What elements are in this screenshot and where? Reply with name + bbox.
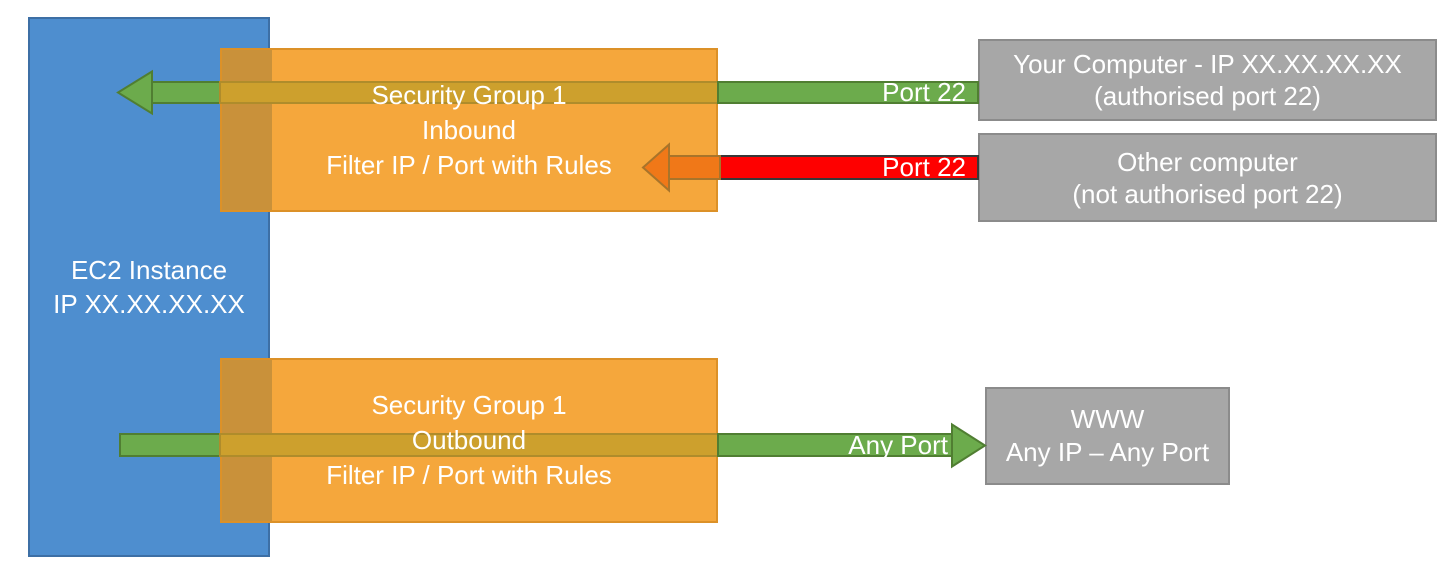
security-group-inbound-overlap-shade xyxy=(222,50,272,210)
your-computer-authorisation: (authorised port 22) xyxy=(1094,81,1321,111)
other-computer-authorisation: (not authorised port 22) xyxy=(1072,178,1343,209)
security-group-rule-description: Filter IP / Port with Rules xyxy=(326,460,612,490)
inbound-blocked-port-label: Port 22 xyxy=(882,152,966,182)
inbound-allowed-arrow xyxy=(116,69,979,116)
inbound-blocked-arrow xyxy=(641,142,979,193)
security-group-inbound-text: Security Group 1 Inbound Filter IP / Por… xyxy=(220,48,718,212)
outbound-allowed-arrow xyxy=(119,422,987,469)
security-group-rule-description: Filter IP / Port with Rules xyxy=(326,149,612,180)
security-group-direction: Inbound xyxy=(422,114,516,145)
ec2-instance-name: EC2 Instance xyxy=(70,255,228,285)
inbound-allowed-port-label: Port 22 xyxy=(882,77,966,107)
other-computer-box: Other computer (not authorised port 22) xyxy=(978,133,1437,222)
www-ip-port: Any IP – Any Port xyxy=(1005,437,1210,467)
security-group-direction: Outbound xyxy=(411,425,527,455)
ec2-instance-ip: IP XX.XX.XX.XX xyxy=(53,289,245,319)
other-computer-title: Other computer xyxy=(1117,146,1298,177)
security-group-inbound-box xyxy=(220,48,718,212)
your-computer-box: Your Computer - IP XX.XX.XX.XX (authoris… xyxy=(978,39,1437,121)
security-group-name: Security Group 1 xyxy=(371,79,567,110)
www-box: WWW Any IP – Any Port xyxy=(985,387,1230,485)
security-group-outbound-text: Security Group 1 Outbound Filter IP / Po… xyxy=(220,358,718,523)
www-title: WWW xyxy=(1070,404,1145,434)
your-computer-title: Your Computer - IP XX.XX.XX.XX xyxy=(1013,49,1402,79)
security-group-name: Security Group 1 xyxy=(371,390,567,420)
outbound-port-label: Any Port xyxy=(848,430,948,460)
